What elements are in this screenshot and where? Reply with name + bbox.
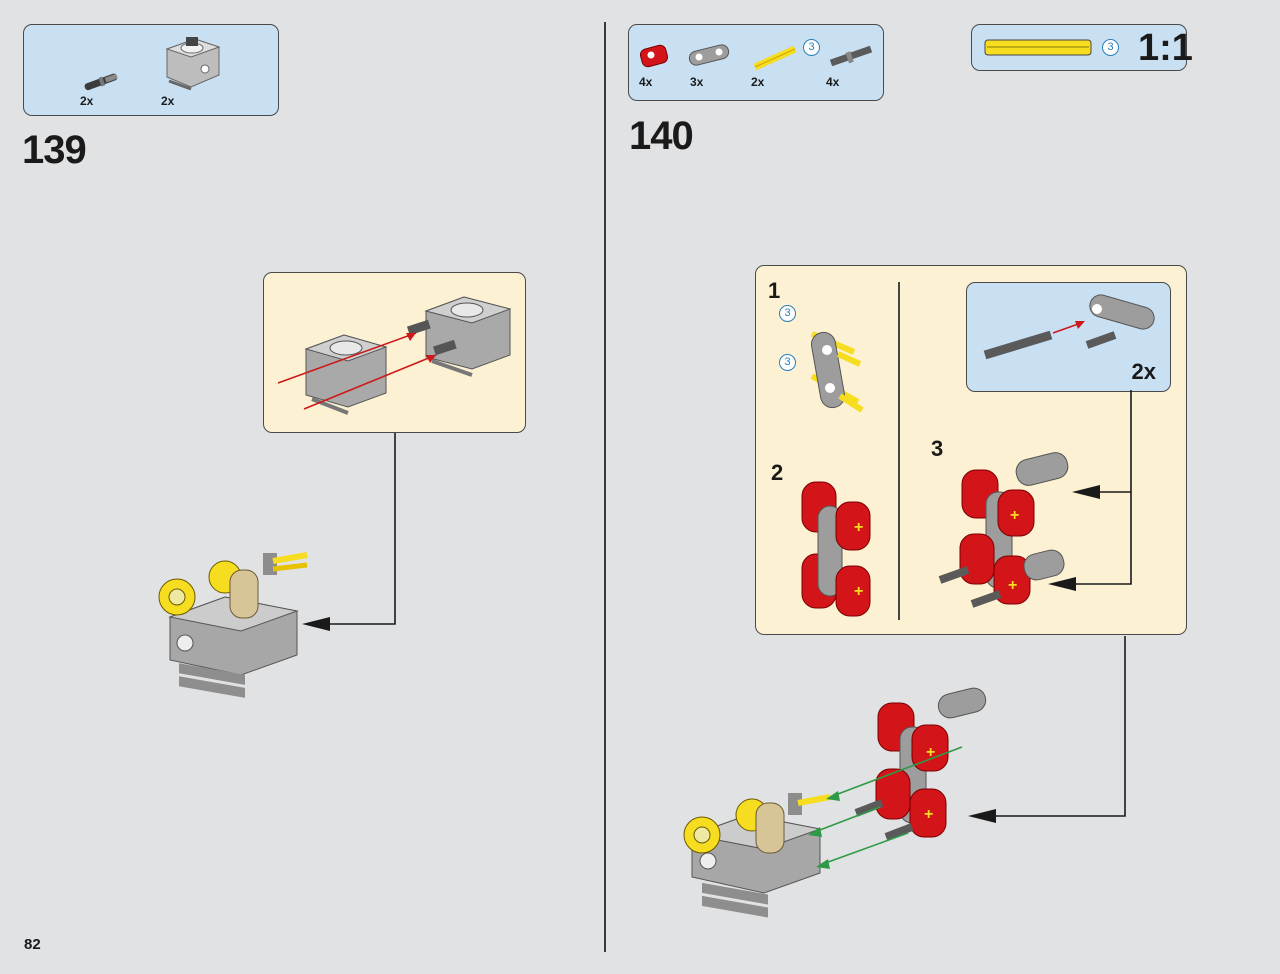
beam-with-axles-illustration bbox=[810, 331, 864, 413]
arrow-head bbox=[426, 355, 436, 363]
yellow-axle-3-icon bbox=[753, 45, 797, 71]
insert-arrow bbox=[303, 354, 437, 410]
svg-text:+: + bbox=[1008, 577, 1017, 594]
axle-length-indicator: 3 bbox=[803, 39, 820, 56]
red-connectors-on-beam-illustration: + + bbox=[801, 481, 871, 617]
gray-pin-icon bbox=[829, 45, 873, 67]
part-qty: 2x bbox=[751, 75, 765, 89]
pin-into-beam-callout: 2x bbox=[966, 282, 1171, 392]
final-assembly-140: + + bbox=[683, 687, 987, 918]
svg-text:+: + bbox=[1010, 507, 1019, 524]
part-qty: 4x bbox=[826, 75, 840, 89]
svg-text:+: + bbox=[854, 583, 863, 600]
step-number: 140 bbox=[629, 114, 694, 158]
substep-number: 2 bbox=[771, 460, 784, 485]
callout-quantity: 2x bbox=[1131, 359, 1156, 384]
gray-frame-block-icon bbox=[165, 37, 221, 91]
substep-divider bbox=[898, 282, 900, 620]
axle-pin-icon bbox=[432, 339, 457, 356]
parts-list-139: 2x 2x bbox=[23, 24, 279, 116]
axle-length-indicator: 3 bbox=[1102, 39, 1119, 56]
axle-pin-icon bbox=[84, 73, 118, 91]
part-qty: 4x bbox=[639, 75, 653, 89]
red-connector-icon bbox=[639, 44, 669, 68]
svg-text:+: + bbox=[854, 519, 863, 536]
axle-pin-icon bbox=[406, 319, 431, 336]
part-qty: 3x bbox=[690, 75, 704, 89]
arm-assembly-illustration: + + bbox=[938, 452, 1069, 608]
svg-text:+: + bbox=[924, 806, 933, 823]
attach-arrow bbox=[811, 806, 881, 834]
yellow-axle-scale-icon bbox=[984, 39, 1092, 56]
page-divider bbox=[604, 22, 606, 952]
part-qty: 2x bbox=[80, 94, 94, 108]
gray-beam-icon bbox=[688, 44, 730, 66]
attach-arrow bbox=[829, 746, 963, 798]
page-number: 82 bbox=[24, 936, 41, 953]
axle-length-indicator: 3 bbox=[779, 305, 796, 322]
step-number: 139 bbox=[22, 128, 87, 172]
gray-frame-block-icon bbox=[424, 296, 512, 377]
parts-list-140: 4x 3x 3 2x 4x bbox=[628, 24, 884, 101]
subassembly-callout-140: 1 3 3 2 + + 2x 3 bbox=[755, 265, 1187, 635]
substep-number: 1 bbox=[768, 278, 781, 303]
insert-arrow bbox=[277, 332, 417, 384]
gray-frame-block-icon bbox=[304, 334, 388, 415]
scale-reference-box: 3 1:1 bbox=[971, 24, 1193, 71]
arrow-head bbox=[406, 333, 416, 341]
attach-arrow bbox=[819, 832, 909, 866]
pin-into-beam-illustration bbox=[983, 294, 1155, 360]
steering-base-assembly-139 bbox=[158, 552, 308, 698]
svg-text:+: + bbox=[926, 744, 935, 761]
axle-length-indicator: 3 bbox=[779, 354, 796, 371]
scale-label: 1:1 bbox=[1138, 27, 1193, 69]
part-qty: 2x bbox=[161, 94, 175, 108]
subassembly-callout-139 bbox=[263, 272, 526, 433]
frame-block-assembly-illustration bbox=[277, 296, 512, 415]
substep-number: 3 bbox=[931, 436, 944, 461]
